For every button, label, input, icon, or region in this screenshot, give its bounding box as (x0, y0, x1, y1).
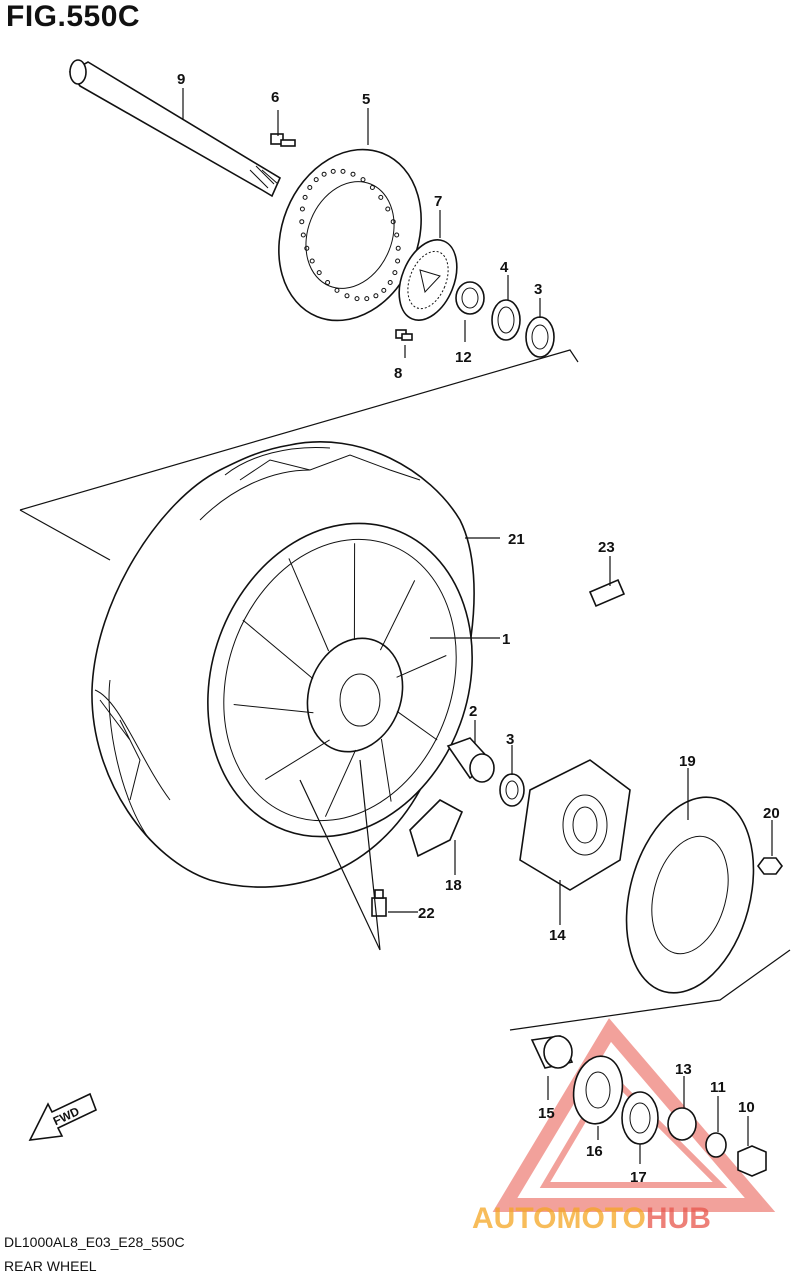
disc-hole (395, 245, 401, 251)
disc-hole (385, 206, 391, 212)
balance-weight-part-23 (588, 578, 626, 608)
collar-part-15 (530, 1035, 574, 1069)
disc-hole (307, 185, 313, 190)
disc-hole (302, 194, 308, 200)
disc-hole (300, 232, 306, 238)
wheel-spoke (242, 619, 314, 680)
disc-hole (373, 293, 379, 299)
watermark-text-part2: HUB (646, 1202, 711, 1235)
wheel-spoke (288, 558, 330, 652)
svg-text:AUTOMOTOHUB: AUTOMOTOHUB (472, 1202, 711, 1235)
abs-ring-part-7 (398, 239, 458, 321)
sprocket-carrier-part-14 (519, 759, 631, 891)
disc-hole (381, 287, 387, 293)
damper-part-18 (409, 799, 464, 858)
wheel-spoke (380, 738, 392, 802)
callout-13: 13 (675, 1061, 692, 1078)
disc-hole (354, 296, 360, 302)
figure-title: FIG.550C (6, 0, 141, 33)
wheel-spoke (379, 580, 416, 651)
callout-3-upper: 3 (534, 281, 542, 298)
callout-21: 21 (508, 531, 525, 548)
callout-11: 11 (710, 1079, 726, 1096)
callout-17: 17 (630, 1169, 647, 1186)
callout-3-lower: 3 (506, 731, 514, 748)
callout-15: 15 (538, 1105, 555, 1122)
disc-hole (321, 171, 327, 177)
callout-18: 18 (445, 877, 462, 894)
callout-7: 7 (434, 193, 442, 210)
wheel-spoke (396, 710, 438, 741)
disc-hole (334, 287, 340, 293)
disc-hole (360, 177, 366, 183)
fwd-arrow-icon: FWD (28, 1092, 98, 1141)
wheel-spoke (265, 739, 330, 781)
disc-hole (330, 168, 336, 174)
disc-hole (378, 194, 384, 200)
callout-5: 5 (362, 91, 370, 108)
callout-14: 14 (549, 927, 566, 944)
wheel-spoke (324, 749, 357, 817)
spacer-part-2 (446, 737, 495, 783)
bearing-part-3-lower (499, 773, 525, 807)
axle-part-9 (68, 59, 282, 198)
disc-hole (299, 206, 305, 212)
callout-12: 12 (455, 349, 472, 366)
callout-6: 6 (271, 89, 279, 106)
disc-hole (350, 171, 356, 177)
disc-hole (390, 219, 396, 225)
watermark-text-part1: AUTOMOTO (472, 1202, 646, 1235)
wheel-spoke (396, 655, 447, 678)
callout-labels: 9 6 5 7 4 3 12 8 21 23 1 2 3 19 20 18 22… (177, 71, 780, 1186)
wheel-part-1 (207, 522, 473, 838)
bolt-part-6 (270, 133, 296, 147)
disc-hole (299, 219, 305, 225)
oil-seal-part-17 (621, 1091, 659, 1145)
disc-hole (392, 270, 398, 276)
callout-19: 19 (679, 753, 696, 770)
disc-hole (395, 258, 401, 264)
disc-hole (369, 185, 375, 190)
spacer-part-13 (667, 1107, 697, 1141)
disc-hole (325, 280, 331, 285)
leader-lines (19, 88, 791, 1164)
disc-hole (344, 293, 350, 299)
callout-9: 9 (177, 71, 185, 88)
bearing-part-16 (572, 1055, 624, 1125)
disc-hole (340, 168, 346, 174)
disc-hole (364, 296, 370, 302)
disc-hole (313, 177, 319, 183)
callout-22: 22 (418, 905, 435, 922)
nut-part-20 (757, 857, 783, 875)
sprocket-part-19 (625, 796, 755, 994)
bearing-part-3-upper (525, 316, 555, 358)
callout-23: 23 (598, 539, 615, 556)
oil-seal-part-4 (491, 299, 521, 341)
callout-10: 10 (738, 1099, 755, 1116)
callout-20: 20 (763, 805, 780, 822)
washer-part-11 (705, 1132, 727, 1158)
collar-part-12 (455, 281, 485, 315)
callout-2: 2 (469, 703, 477, 720)
nut-part-10 (737, 1145, 767, 1177)
callout-1: 1 (502, 631, 510, 648)
diagram-name: REAR WHEEL (4, 1258, 97, 1274)
wheel-spoke (233, 704, 314, 714)
callout-4: 4 (500, 259, 509, 276)
callout-8: 8 (394, 365, 402, 382)
disc-hole (316, 270, 322, 276)
bolt-part-8 (395, 329, 413, 341)
callout-16: 16 (586, 1143, 603, 1160)
disc-hole (394, 232, 400, 238)
disc-hole (309, 258, 315, 264)
brake-disc-part-5 (278, 148, 422, 322)
watermark-text: AUTOMOTOHUB (472, 1202, 711, 1235)
diagram-code: DL1000AL8_E03_E28_550C (4, 1234, 185, 1250)
disc-hole (387, 280, 393, 285)
disc-hole (304, 245, 310, 251)
